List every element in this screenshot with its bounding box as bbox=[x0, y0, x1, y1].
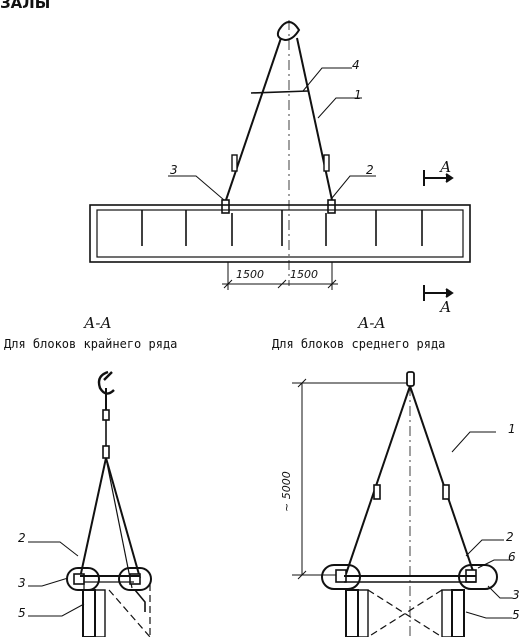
callout-4: 4 bbox=[352, 58, 360, 72]
left-callout-5: 5 bbox=[18, 606, 26, 620]
plan-turnbuckle-right bbox=[323, 154, 330, 172]
plan-leaders bbox=[168, 67, 376, 201]
left-callout-3: 3 bbox=[18, 576, 26, 590]
plan-dimension bbox=[222, 262, 338, 290]
plan-sling-right bbox=[296, 37, 333, 201]
dimension-right: 1500 bbox=[290, 268, 318, 281]
plan-grip-right bbox=[327, 199, 336, 214]
plan-panel-ribs bbox=[141, 210, 423, 246]
left-block-leg bbox=[82, 589, 96, 637]
plan-sling-left bbox=[225, 37, 282, 201]
right-callout-3: 3 bbox=[512, 588, 520, 602]
right-sling-left bbox=[345, 385, 411, 575]
section-mark-label-top: А bbox=[440, 158, 452, 176]
right-sling-right bbox=[409, 385, 475, 575]
section-left-view bbox=[28, 370, 152, 637]
plan-panel-inner bbox=[96, 209, 464, 258]
dimension-left: 1500 bbox=[236, 268, 264, 281]
plan-grip-left bbox=[221, 199, 230, 214]
plan-view bbox=[89, 20, 471, 301]
right-section-subtitle: Для блоков среднего ряда bbox=[272, 337, 446, 351]
section-mark-label-bottom: А bbox=[440, 298, 452, 316]
left-hook-icon bbox=[97, 370, 115, 395]
plan-panel-outer bbox=[89, 204, 471, 263]
page-header-fragment: ЗАЛЫ bbox=[0, 0, 51, 12]
section-mark-top bbox=[423, 170, 454, 186]
right-block-leg-right bbox=[451, 589, 465, 637]
left-section-title: А-А bbox=[84, 314, 112, 332]
callout-2: 2 bbox=[366, 163, 374, 177]
right-leaders bbox=[451, 431, 512, 619]
right-section-title: А-А bbox=[358, 314, 386, 332]
left-sling-a bbox=[79, 457, 107, 579]
top-hook-icon bbox=[276, 21, 301, 42]
right-callout-1: 1 bbox=[508, 422, 516, 436]
callout-3: 3 bbox=[170, 163, 178, 177]
right-block-leg-left bbox=[345, 589, 359, 637]
left-leaders bbox=[28, 541, 85, 617]
left-callout-2: 2 bbox=[18, 531, 26, 545]
right-dimension-height: ~ 5000 bbox=[280, 471, 293, 512]
plan-spreader-tie bbox=[250, 90, 309, 94]
right-callout-5: 5 bbox=[512, 608, 520, 622]
plan-turnbuckle-left bbox=[231, 154, 238, 172]
section-right-view bbox=[292, 371, 512, 637]
right-lifting-eye bbox=[406, 371, 415, 387]
right-callout-2: 2 bbox=[506, 530, 514, 544]
right-callout-6: 6 bbox=[508, 550, 516, 564]
section-mark-bottom bbox=[423, 285, 454, 301]
left-section-subtitle: Для блоков крайнего ряда bbox=[4, 337, 178, 351]
callout-1: 1 bbox=[354, 88, 362, 102]
left-sling-b bbox=[105, 457, 141, 579]
